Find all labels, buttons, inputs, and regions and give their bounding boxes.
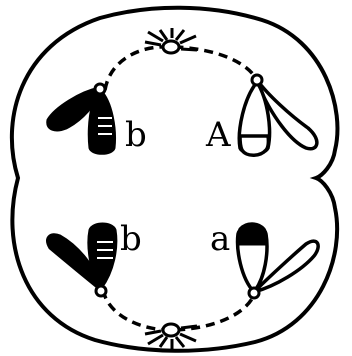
upper-spindle-fibers [105,47,257,90]
chromosome-lower-left [48,224,116,296]
chromosome-lower-right [238,224,319,298]
label-lower-left: b [120,219,142,259]
label-lower-right: a [210,219,230,259]
lower-spindle-fibers [103,290,255,330]
chromosome-upper-left [48,84,115,153]
label-upper-left: b [125,115,147,155]
chromosome-upper-right [239,75,317,155]
cell-membrane [12,8,338,351]
label-upper-right: A [205,115,231,155]
